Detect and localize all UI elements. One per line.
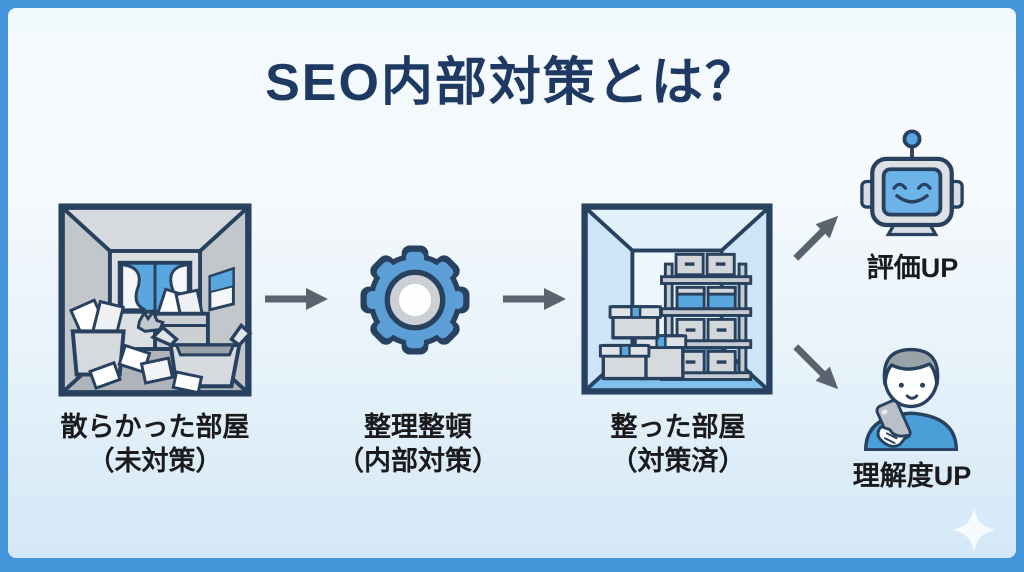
- step1-caption-line2: （未対策）: [87, 446, 223, 476]
- page-title: SEO内部対策とは？: [265, 54, 759, 112]
- sparkle-icon: [950, 506, 998, 554]
- arrow-up-right-icon: [772, 192, 861, 281]
- step2-caption: 整理整頓 （内部対策）: [308, 410, 528, 478]
- tidy-room-icon: [580, 201, 774, 397]
- robot-icon: [860, 125, 964, 239]
- step1-caption: 散らかった部屋 （未対策）: [20, 410, 290, 478]
- step3-caption-line2: （対策済）: [610, 446, 746, 476]
- outcome-label-understanding: 理解度UP: [852, 461, 972, 491]
- step3-caption-line1: 整った部屋: [610, 412, 746, 442]
- outcome-label-evaluation: 評価UP: [866, 253, 959, 283]
- step2-caption-line2: （内部対策）: [337, 446, 499, 476]
- arrow-right-icon: [500, 286, 568, 312]
- step2-caption-line1: 整理整頓: [364, 412, 472, 442]
- step3-caption: 整った部屋 （対策済）: [568, 410, 788, 478]
- arrow-right-icon: [262, 286, 330, 312]
- person-with-phone-icon: [858, 333, 964, 452]
- step1-caption-line1: 散らかった部屋: [60, 412, 250, 442]
- arrow-down-right-icon: [772, 323, 861, 412]
- messy-room-icon: [57, 200, 253, 400]
- gear-icon: [348, 233, 482, 367]
